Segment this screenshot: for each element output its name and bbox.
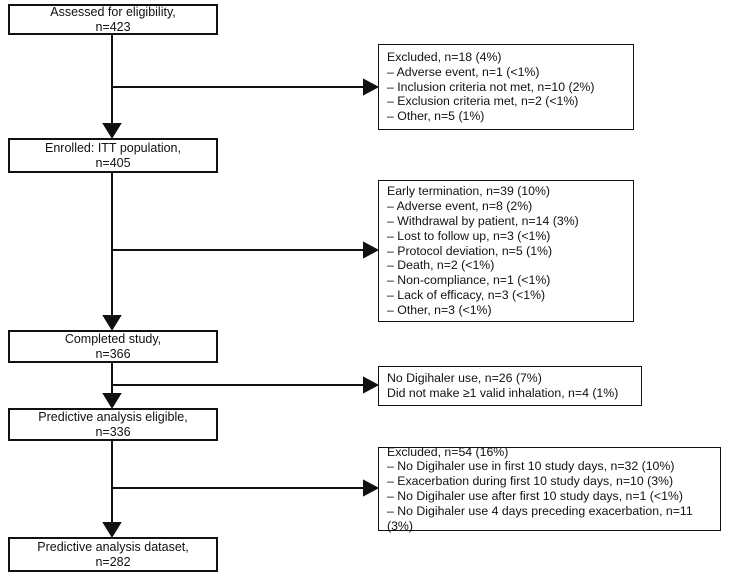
- box-predictive-analysis-dataset: Predictive analysis dataset, n=282: [8, 537, 218, 572]
- box-predictive-analysis-dataset-label: Predictive analysis dataset, n=282: [37, 539, 189, 569]
- box-completed-study: Completed study, n=366: [8, 330, 218, 363]
- box-predictive-analysis-eligible: Predictive analysis eligible, n=336: [8, 408, 218, 441]
- box-excluded-from-predictive-dataset-text: Excluded, n=54 (16%) – No Digihaler use …: [387, 444, 693, 533]
- box-assessed-for-eligibility: Assessed for eligibility, n=423: [8, 4, 218, 35]
- box-enrolled-itt-population: Enrolled: ITT population, n=405: [8, 138, 218, 173]
- arrowhead-down-enrolled: [102, 123, 122, 139]
- arrowhead-down-dataset: [102, 522, 122, 538]
- box-enrolled-itt-population-label: Enrolled: ITT population, n=405: [45, 140, 181, 170]
- arrowhead-right-excluded-1: [363, 78, 380, 96]
- box-no-digihaler-use-text: No Digihaler use, n=26 (7%) Did not make…: [387, 371, 619, 400]
- box-completed-study-label: Completed study, n=366: [64, 331, 162, 361]
- box-excluded-after-screening: Excluded, n=18 (4%) – Adverse event, n=1…: [378, 44, 634, 130]
- arrowhead-right-excluded-2: [363, 479, 380, 497]
- arrowhead-right-early-termination: [363, 241, 380, 259]
- arrowhead-down-eligible: [102, 393, 122, 409]
- arrowhead-down-completed: [102, 315, 122, 331]
- box-predictive-analysis-eligible-label: Predictive analysis eligible, n=336: [38, 409, 188, 439]
- box-early-termination: Early termination, n=39 (10%) – Adverse …: [378, 180, 634, 322]
- arrowhead-right-no-digihaler: [363, 376, 380, 394]
- box-excluded-from-predictive-dataset: Excluded, n=54 (16%) – No Digihaler use …: [378, 445, 721, 533]
- box-assessed-for-eligibility-label: Assessed for eligibility, n=423: [50, 4, 176, 34]
- box-early-termination-text: Early termination, n=39 (10%) – Adverse …: [387, 184, 579, 317]
- box-excluded-after-screening-text: Excluded, n=18 (4%) – Adverse event, n=1…: [387, 50, 595, 124]
- box-no-digihaler-use: No Digihaler use, n=26 (7%) Did not make…: [378, 366, 642, 406]
